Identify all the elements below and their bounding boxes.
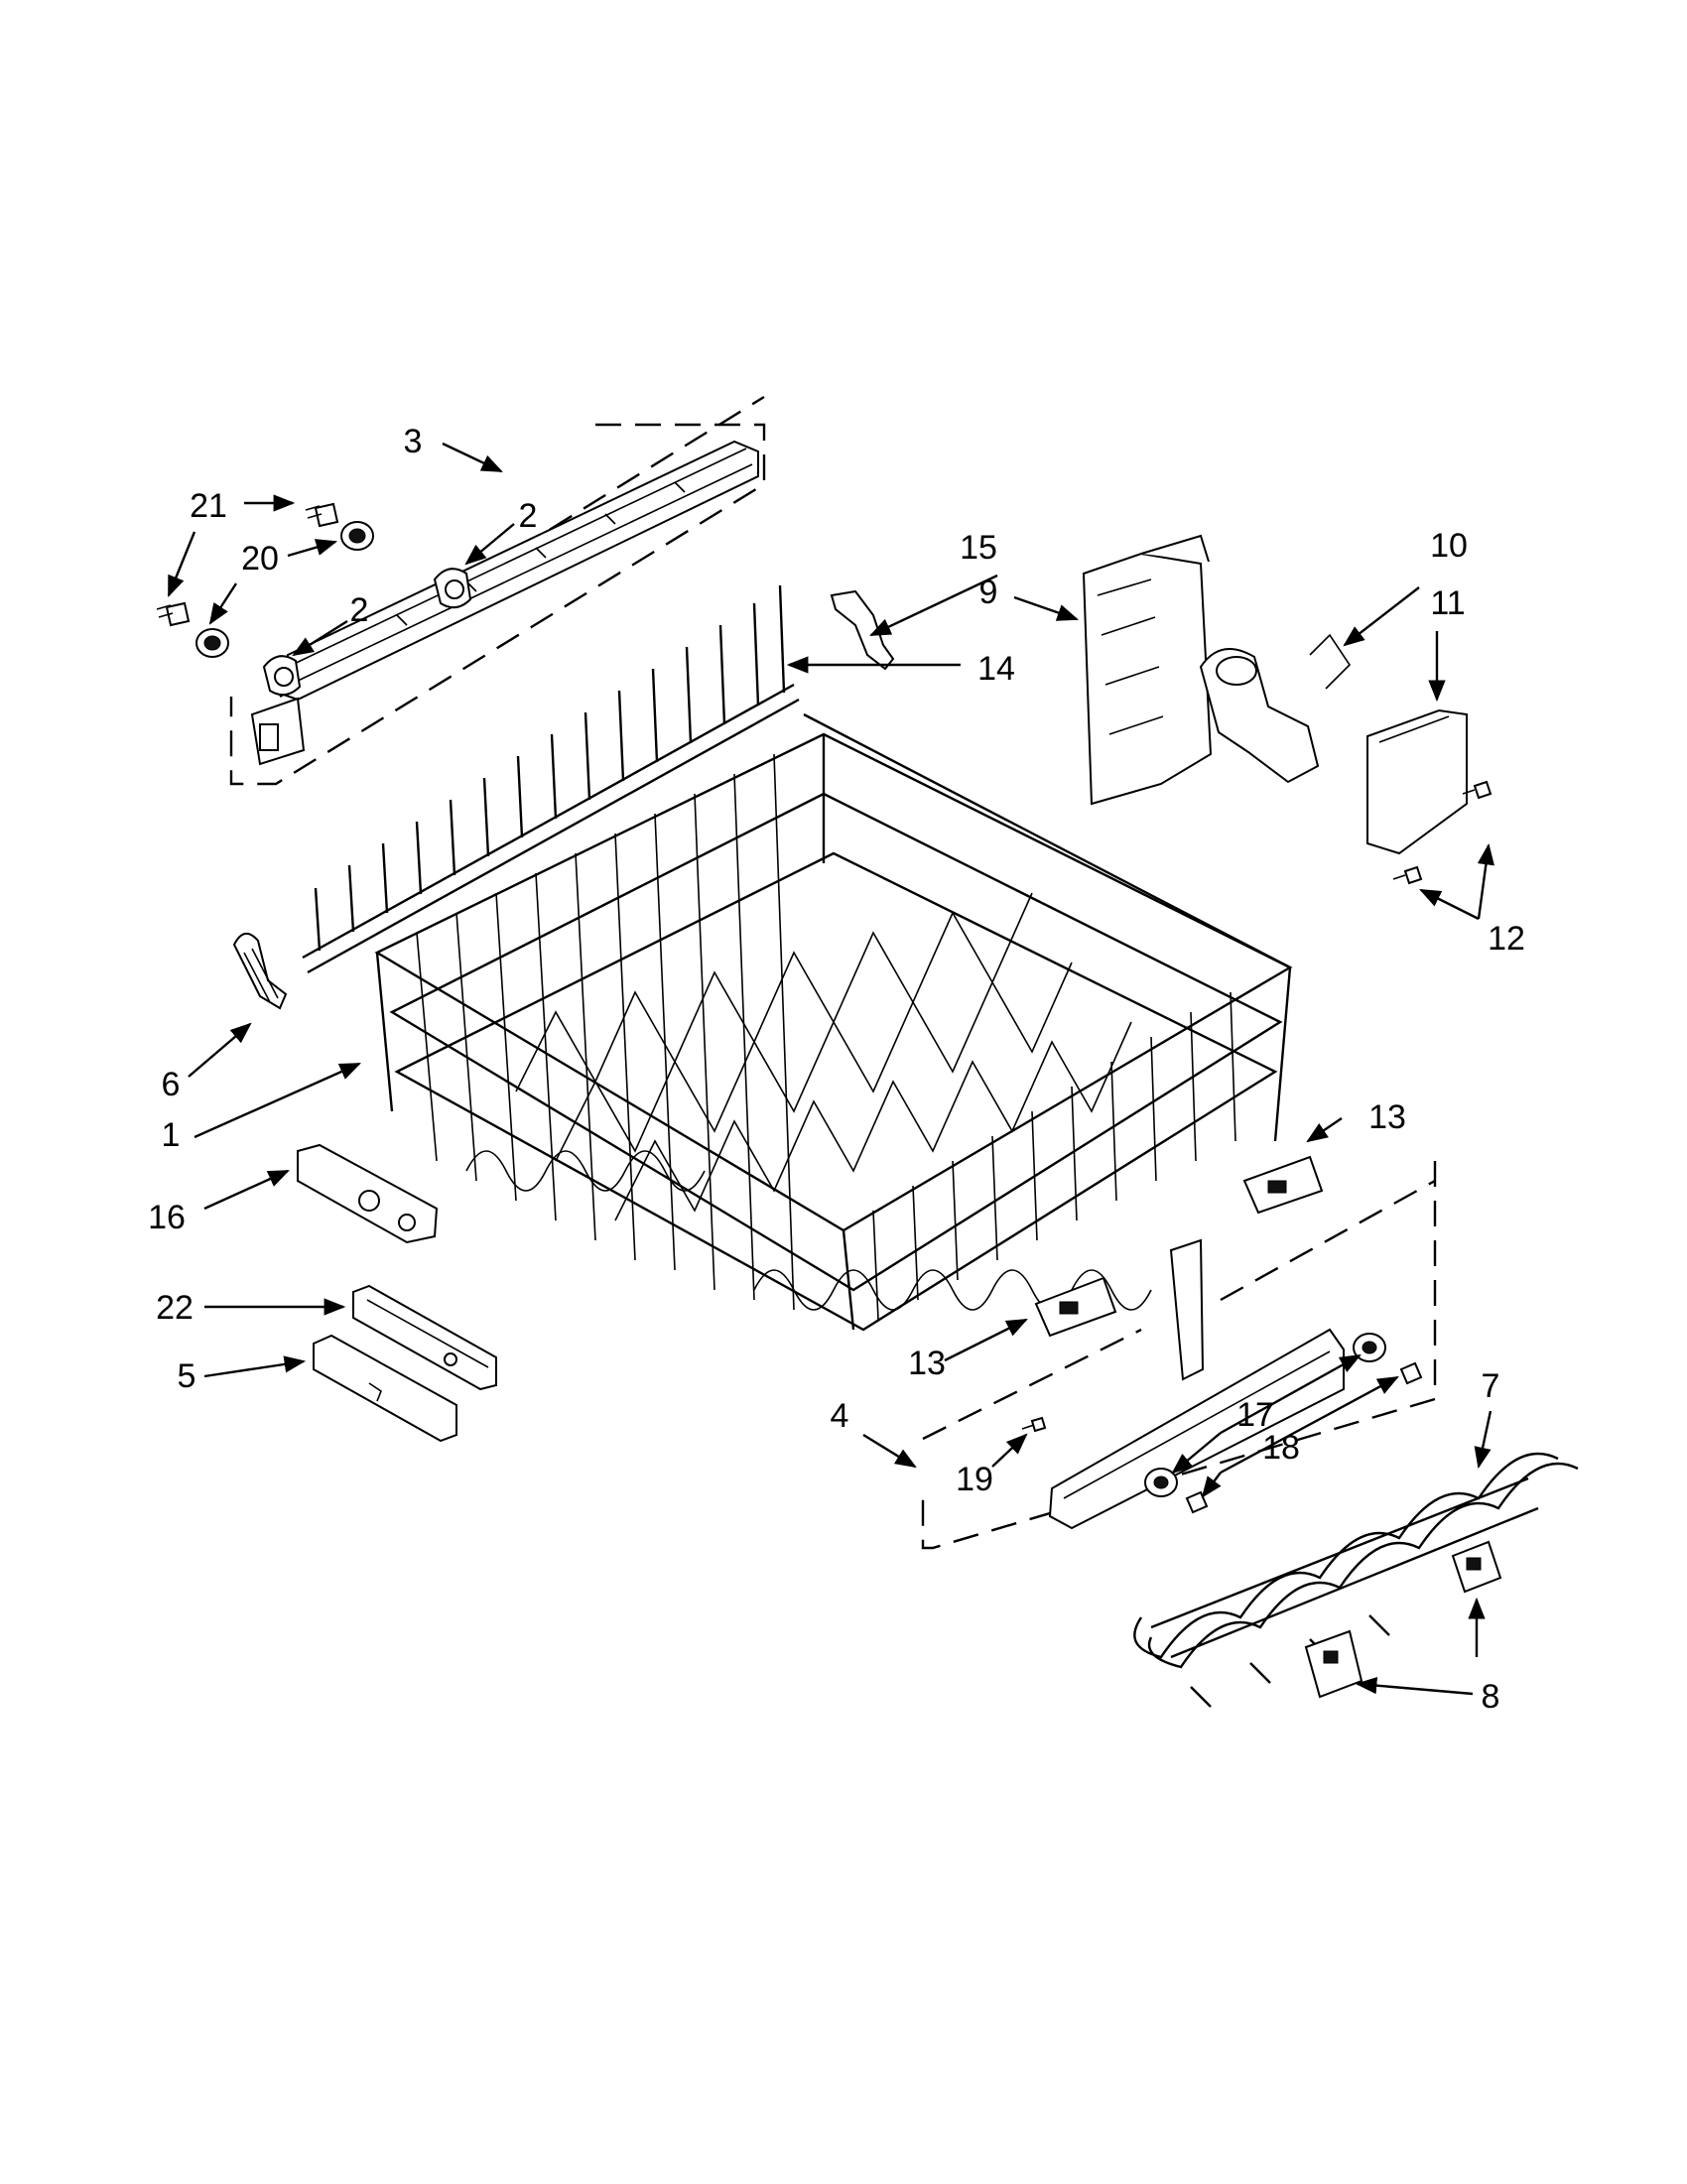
- rail-screw: [1021, 1416, 1047, 1433]
- lower-rail: [1048, 1238, 1345, 1530]
- callout-7: 7: [1482, 1367, 1500, 1405]
- rack-clip-upper: [1242, 1155, 1324, 1215]
- callout-2-front: 2: [350, 591, 369, 629]
- tine-clip-right: [1451, 1540, 1502, 1594]
- callout-16: 16: [148, 1199, 186, 1236]
- upper-dish-rack: [374, 712, 1293, 1332]
- callout-17: 17: [1236, 1396, 1274, 1434]
- rail-wheel-rear: [1353, 1333, 1386, 1362]
- leader-lines: [167, 442, 1494, 1696]
- callout-5: 5: [178, 1357, 196, 1395]
- callout-8: 8: [1482, 1678, 1500, 1716]
- callout-11: 11: [1430, 584, 1465, 622]
- upper-rail: [276, 440, 759, 702]
- callout-3: 3: [404, 423, 423, 460]
- rail-wheel-front: [1144, 1468, 1178, 1497]
- callout-10: 10: [1430, 527, 1468, 565]
- cover-screw-lower: [1392, 865, 1423, 885]
- callout-14: 14: [977, 650, 1015, 688]
- wheel-axle-rear: [1399, 1361, 1423, 1385]
- tine-clip-left: [1304, 1629, 1363, 1699]
- callout-13-upper: 13: [1368, 1098, 1406, 1136]
- callout-18: 18: [1262, 1429, 1300, 1467]
- manifold-cover: [1366, 708, 1468, 855]
- callout-labels: 1 2 2 3 4 5 6 7 8 9 10 11 12 13 13 14 15…: [148, 423, 1525, 1716]
- rack-clip-lower: [1034, 1276, 1117, 1338]
- fold-down-tine-row: [302, 584, 800, 974]
- rail-roller-front: [250, 655, 306, 766]
- wire-hook: [232, 933, 288, 1010]
- callout-2-rear: 2: [519, 497, 538, 535]
- callout-1: 1: [162, 1116, 181, 1154]
- screw-upper: [305, 502, 339, 528]
- screw-lower: [156, 601, 191, 627]
- callout-20: 20: [241, 540, 279, 578]
- callout-6: 6: [162, 1066, 181, 1103]
- callout-19: 19: [956, 1461, 993, 1498]
- lower-rail-group-box: [921, 1161, 1437, 1550]
- adjuster-bracket: [352, 1284, 497, 1391]
- water-manifold: [1082, 534, 1213, 806]
- rail-roller-rear: [433, 568, 472, 609]
- callout-13-lower: 13: [908, 1345, 946, 1382]
- callout-4: 4: [831, 1397, 849, 1435]
- cover-screw-upper: [1462, 780, 1492, 800]
- callout-15: 15: [960, 529, 997, 567]
- washer-lower: [195, 628, 229, 658]
- callout-9: 9: [979, 574, 998, 611]
- callout-12: 12: [1488, 920, 1525, 958]
- washer-upper: [340, 521, 374, 551]
- rack-adjuster: [297, 1143, 439, 1244]
- callout-21: 21: [190, 487, 227, 525]
- adjuster-cover: [313, 1334, 457, 1443]
- callout-22: 22: [156, 1289, 194, 1327]
- spray-arm-valve: [1199, 633, 1352, 784]
- lower-tine-assembly: [1133, 1452, 1579, 1708]
